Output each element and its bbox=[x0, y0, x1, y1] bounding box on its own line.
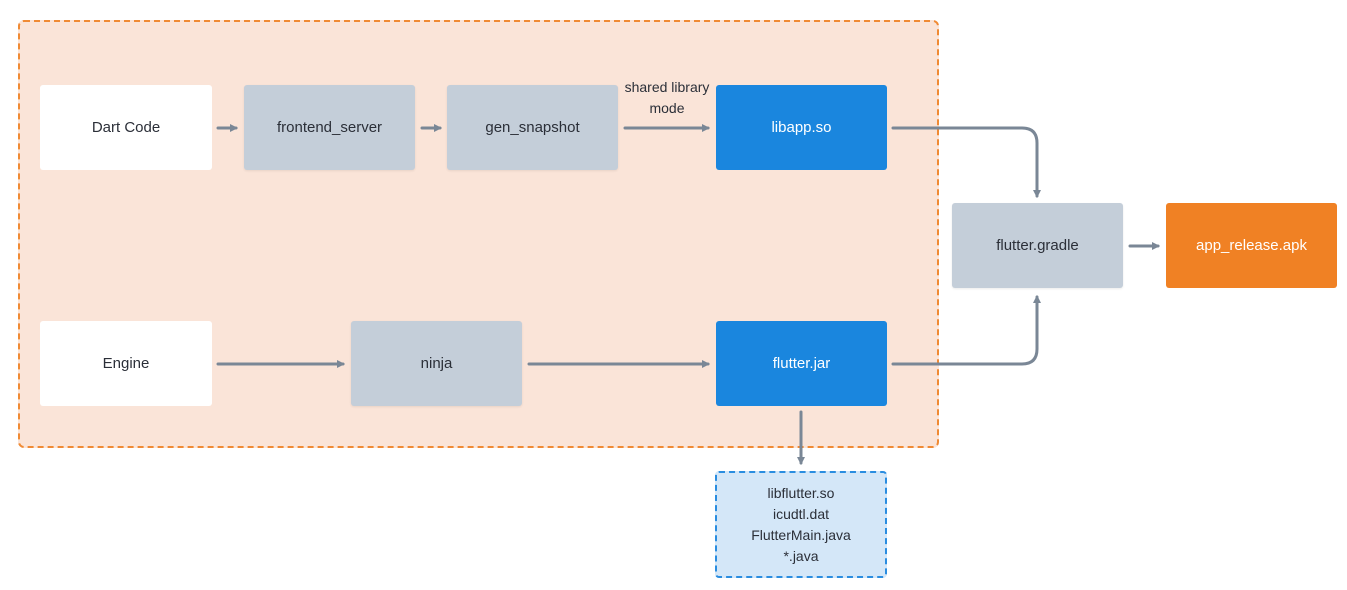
node-flutter-jar: flutter.jar bbox=[716, 321, 887, 406]
node-libapp-so: libapp.so bbox=[716, 85, 887, 170]
edge-flutterjar-to-gradle bbox=[891, 295, 1041, 366]
node-label: ninja bbox=[420, 355, 453, 372]
node-gen-snapshot: gen_snapshot bbox=[447, 85, 618, 170]
node-label: flutter.gradle bbox=[996, 237, 1079, 254]
node-frontend-server: frontend_server bbox=[244, 85, 415, 170]
edge-label-shared-library-mode: shared library mode bbox=[612, 77, 722, 119]
jar-file-item: *.java bbox=[783, 547, 819, 564]
jar-file-item: icudtl.dat bbox=[772, 505, 830, 522]
node-engine: Engine bbox=[40, 321, 212, 406]
edge-label-line: shared library bbox=[624, 79, 710, 95]
node-app-release-apk: app_release.apk bbox=[1166, 203, 1337, 288]
edge-libapp-to-gradle bbox=[891, 126, 1041, 198]
jar-file-item: FlutterMain.java bbox=[751, 526, 851, 543]
node-label: app_release.apk bbox=[1196, 237, 1307, 254]
node-label: Engine bbox=[102, 355, 150, 372]
node-label: Dart Code bbox=[91, 119, 161, 136]
node-label: frontend_server bbox=[276, 119, 383, 136]
edge-label-line: mode bbox=[649, 100, 685, 116]
node-flutter-gradle: flutter.gradle bbox=[952, 203, 1123, 288]
jar-contents-box: libflutter.so icudtl.dat FlutterMain.jav… bbox=[715, 471, 887, 578]
node-ninja: ninja bbox=[351, 321, 522, 406]
node-label: flutter.jar bbox=[772, 355, 831, 372]
node-label: gen_snapshot bbox=[485, 119, 580, 136]
node-label: libapp.so bbox=[771, 119, 832, 136]
node-dart-code: Dart Code bbox=[40, 85, 212, 170]
jar-file-item: libflutter.so bbox=[767, 484, 835, 501]
